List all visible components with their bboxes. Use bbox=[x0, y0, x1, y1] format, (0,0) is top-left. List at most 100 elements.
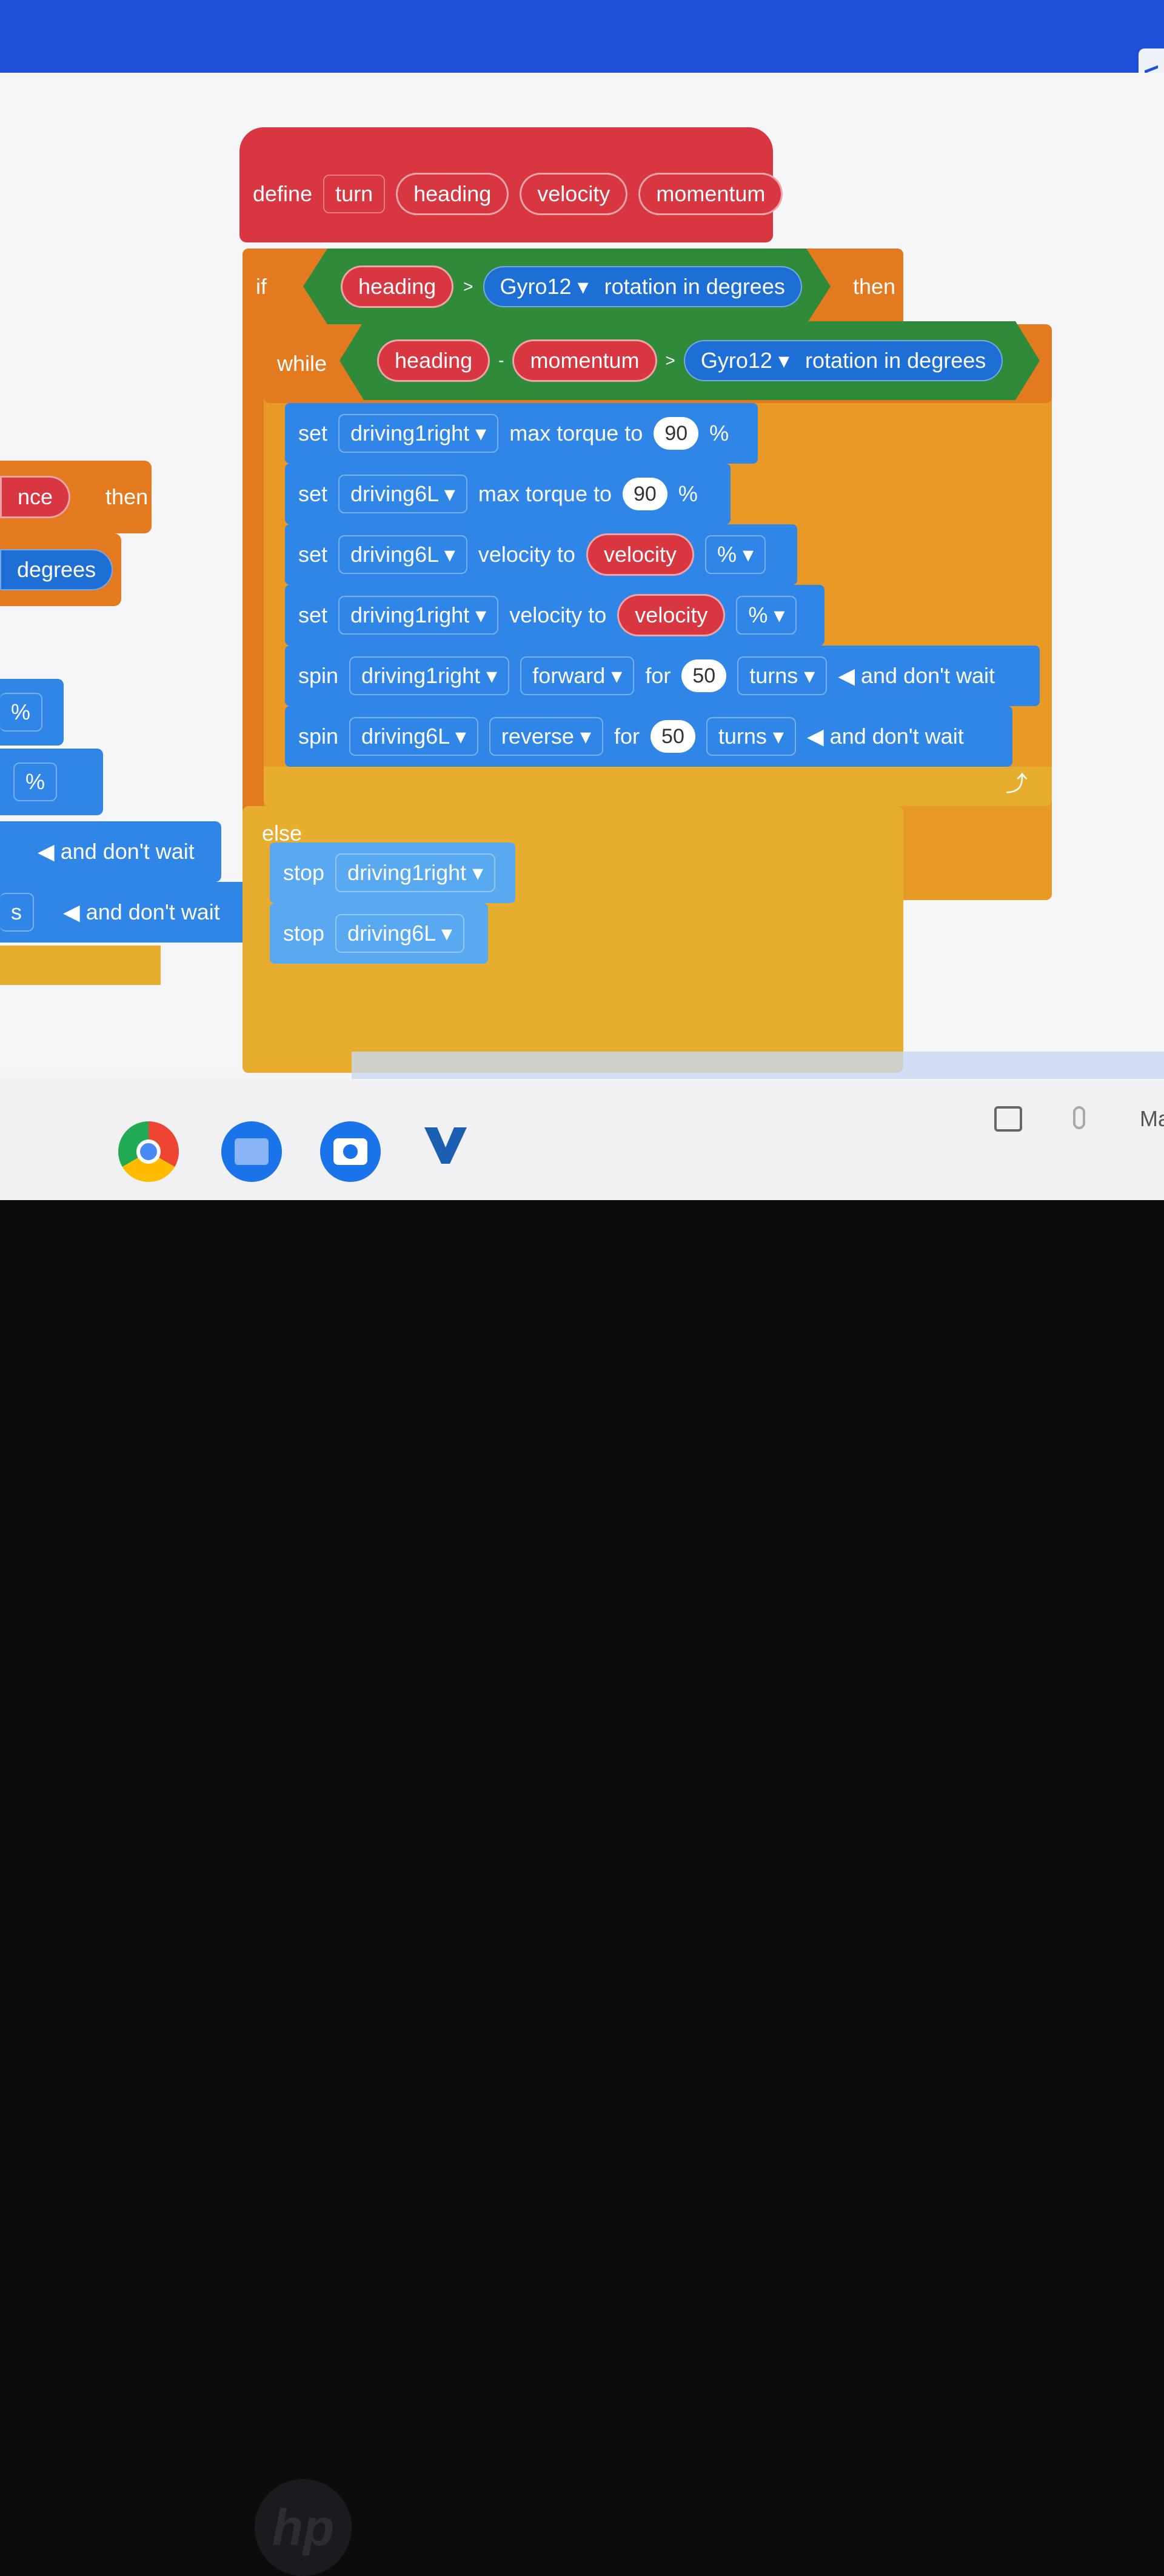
define-name[interactable]: turn bbox=[323, 175, 386, 213]
files-icon[interactable] bbox=[221, 1121, 282, 1182]
set-velocity-block-2[interactable]: set driving1right ▾ velocity to velocity… bbox=[285, 585, 824, 646]
spin-keyword: spin bbox=[298, 724, 339, 749]
motor-dropdown[interactable]: driving6L ▾ bbox=[335, 914, 464, 953]
code-canvas[interactable]: nce then degrees % % ◀ and don't wait bbox=[0, 73, 1164, 1073]
else-keyword: else bbox=[262, 821, 303, 846]
partial-set-block-2[interactable]: % bbox=[0, 749, 103, 815]
gyro-dropdown-2[interactable]: Gyro12 ▾ bbox=[700, 348, 790, 373]
taskbar-text: Ma bbox=[1140, 1106, 1164, 1131]
then-row: then bbox=[840, 258, 909, 315]
unit-dropdown[interactable]: % ▾ bbox=[736, 596, 797, 635]
stop-block-2[interactable]: stop driving6L ▾ bbox=[270, 903, 488, 964]
set-torque-block-2[interactable]: set driving6L ▾ max torque to 90 % bbox=[285, 464, 731, 524]
partial-else-end bbox=[0, 946, 161, 985]
while-keyword: while bbox=[277, 351, 327, 376]
dont-wait-label-2[interactable]: ◀ and don't wait bbox=[63, 899, 220, 924]
loop-arrow-icon: ⤴ bbox=[1005, 771, 1028, 796]
gyro-reporter-2[interactable]: Gyro12 ▾ rotation in degrees bbox=[684, 340, 1003, 381]
spin-keyword: spin bbox=[298, 663, 339, 688]
gyro-reporter[interactable]: Gyro12 ▾ rotation in degrees bbox=[483, 266, 802, 307]
partial-while-block[interactable]: degrees bbox=[0, 533, 121, 606]
set-keyword: set bbox=[298, 542, 328, 567]
stop-keyword: stop bbox=[283, 921, 325, 946]
param-heading[interactable]: heading bbox=[396, 173, 509, 215]
camera-icon[interactable] bbox=[320, 1121, 381, 1182]
then-keyword: then bbox=[853, 273, 896, 299]
motor-dropdown[interactable]: driving1right ▾ bbox=[338, 596, 499, 635]
greater-than: > bbox=[463, 276, 473, 296]
while-compare-operator[interactable]: heading - momentum > Gyro12 ▾ rotation i… bbox=[340, 321, 1040, 400]
screen-capture-icon[interactable] bbox=[994, 1106, 1022, 1132]
partial-spin-block-2[interactable]: s ◀ and don't wait bbox=[0, 882, 252, 943]
direction-dropdown[interactable]: forward ▾ bbox=[520, 656, 635, 695]
minus-op: - bbox=[498, 351, 504, 370]
motor-dropdown[interactable]: driving6L ▾ bbox=[338, 535, 467, 574]
velocity-reporter[interactable]: velocity bbox=[586, 533, 694, 576]
gyro-dropdown[interactable]: Gyro12 ▾ bbox=[500, 273, 589, 299]
chrome-icon[interactable] bbox=[118, 1121, 179, 1182]
unit-dropdown[interactable]: % bbox=[0, 693, 43, 732]
param-momentum[interactable]: momentum bbox=[638, 173, 783, 215]
param-velocity[interactable]: velocity bbox=[520, 173, 628, 215]
then-label: then bbox=[105, 484, 149, 509]
velocity-label: velocity to bbox=[509, 602, 607, 627]
define-keyword: define bbox=[253, 181, 313, 206]
gyro-property: rotation in degrees bbox=[604, 273, 785, 299]
while-footer: ⤴ bbox=[264, 767, 1052, 806]
motor-dropdown[interactable]: driving6L ▾ bbox=[338, 475, 467, 513]
spin-block-2[interactable]: spin driving6L ▾ reverse ▾ for 50 turns … bbox=[285, 706, 1012, 767]
laptop-bezel: hp bbox=[0, 1200, 1164, 2576]
motor-dropdown[interactable]: driving1right ▾ bbox=[349, 656, 510, 695]
turns-dropdown[interactable]: s bbox=[0, 893, 34, 932]
reporter-momentum[interactable]: momentum bbox=[512, 339, 657, 382]
motor-dropdown[interactable]: driving6L ▾ bbox=[349, 717, 478, 756]
stop-keyword: stop bbox=[283, 860, 325, 885]
unit-label: % bbox=[709, 421, 729, 445]
dont-wait-toggle[interactable]: ◀ and don't wait bbox=[806, 724, 964, 749]
top-bar bbox=[0, 0, 1164, 73]
unit-label: % bbox=[678, 481, 698, 506]
torque-label: max torque to bbox=[478, 481, 612, 506]
unit-dropdown-2[interactable]: % bbox=[13, 762, 58, 801]
turns-input[interactable]: 50 bbox=[681, 659, 727, 692]
velocity-reporter[interactable]: velocity bbox=[617, 594, 726, 636]
gyro-property-2: rotation in degrees bbox=[805, 348, 986, 373]
greater-than-2: > bbox=[665, 351, 675, 370]
set-velocity-block-1[interactable]: set driving6L ▾ velocity to velocity % ▾ bbox=[285, 524, 797, 585]
unit-dropdown[interactable]: % ▾ bbox=[705, 535, 766, 574]
else-row: else bbox=[249, 806, 315, 861]
hp-logo: hp bbox=[255, 2479, 352, 2576]
set-keyword: set bbox=[298, 602, 328, 627]
unit-dropdown[interactable]: turns ▾ bbox=[737, 656, 828, 695]
unit-dropdown[interactable]: turns ▾ bbox=[706, 717, 796, 756]
partial-if-block[interactable]: nce then bbox=[0, 461, 152, 533]
torque-input[interactable]: 90 bbox=[623, 478, 667, 510]
dont-wait-label[interactable]: ◀ and don't wait bbox=[38, 839, 195, 864]
define-block[interactable]: define turn heading velocity momentum bbox=[239, 127, 783, 242]
for-label: for bbox=[645, 663, 671, 688]
motor-dropdown[interactable]: driving1right ▾ bbox=[338, 414, 499, 453]
partial-reporter[interactable]: nce bbox=[0, 476, 71, 518]
torque-input[interactable]: 90 bbox=[654, 417, 699, 450]
set-torque-block-1[interactable]: set driving1right ▾ max torque to 90 % bbox=[285, 403, 758, 464]
partial-set-block[interactable]: % bbox=[0, 679, 64, 746]
microphone-icon[interactable] bbox=[1073, 1106, 1085, 1129]
torque-label: max torque to bbox=[509, 421, 643, 445]
reporter-heading-2[interactable]: heading bbox=[377, 339, 490, 382]
turns-input[interactable]: 50 bbox=[651, 720, 695, 753]
motor-dropdown[interactable]: driving1right ▾ bbox=[335, 853, 496, 892]
stop-block-1[interactable]: stop driving1right ▾ bbox=[270, 843, 515, 903]
velocity-label: velocity to bbox=[478, 542, 575, 567]
partial-gyro-reporter[interactable]: degrees bbox=[0, 549, 113, 590]
direction-dropdown[interactable]: reverse ▾ bbox=[489, 717, 604, 756]
if-keyword: if bbox=[256, 273, 267, 299]
set-keyword: set bbox=[298, 421, 328, 445]
spin-block-1[interactable]: spin driving1right ▾ forward ▾ for 50 tu… bbox=[285, 646, 1040, 706]
taskbar bbox=[0, 1079, 1164, 1200]
for-label: for bbox=[614, 724, 640, 749]
partial-spin-block[interactable]: ◀ and don't wait bbox=[0, 821, 221, 882]
set-keyword: set bbox=[298, 481, 328, 506]
reporter-heading[interactable]: heading bbox=[341, 265, 453, 308]
compare-operator[interactable]: heading > Gyro12 ▾ rotation in degrees bbox=[303, 249, 831, 324]
dont-wait-toggle[interactable]: ◀ and don't wait bbox=[838, 663, 995, 688]
